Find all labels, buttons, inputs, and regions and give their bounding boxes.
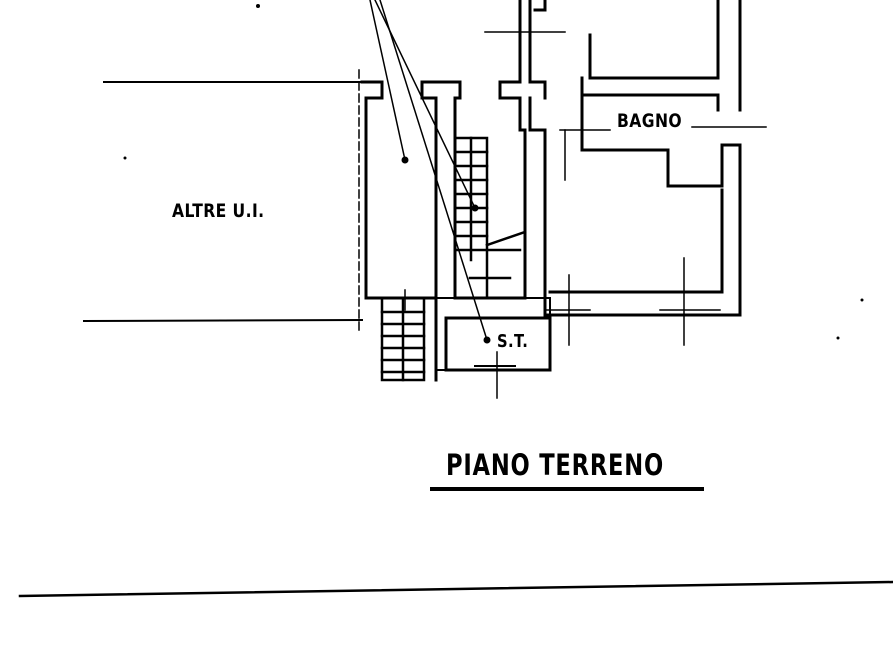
leader-lines [369,0,488,341]
room-label-bagno: BAGNO [617,110,683,132]
wall-right-rooms [543,0,767,317]
window-markers [404,257,721,346]
staircase-lower [380,296,426,382]
site-boundary-line [18,580,893,598]
plan-title: PIANO TERRENO [446,448,665,482]
room-label-st: S.T. [497,331,529,352]
wall-st-room [435,297,552,399]
neighbor-boundary [82,69,364,331]
room-label-altre-ui: ALTRE U.I. [172,200,265,222]
